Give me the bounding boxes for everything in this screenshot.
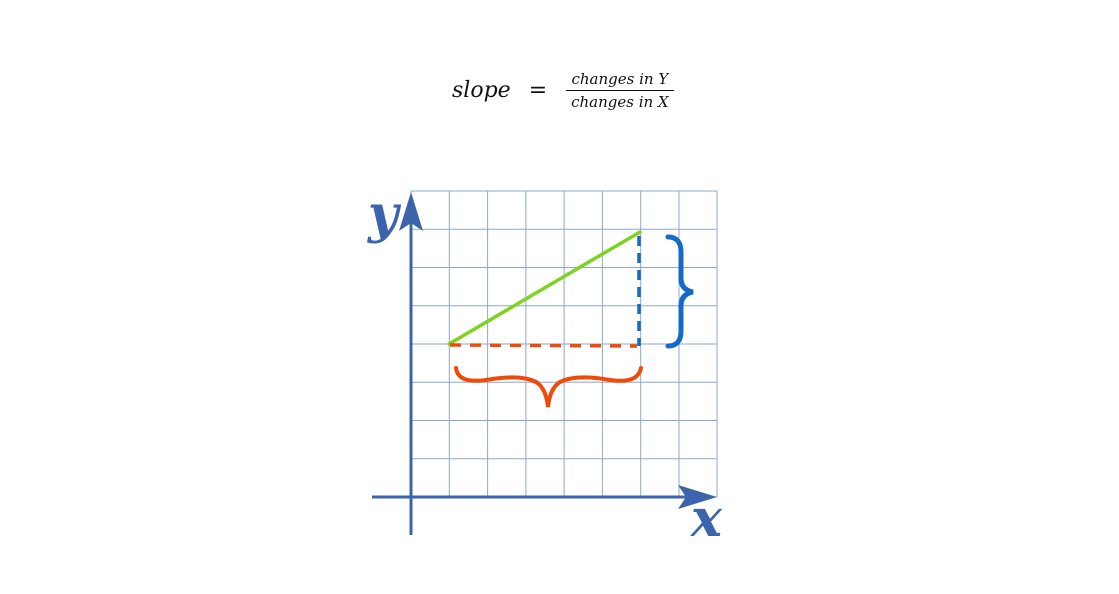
formula-fraction: changes in Y changes in X bbox=[565, 70, 675, 111]
x-axis-arrowhead bbox=[678, 485, 717, 509]
y-axis-label: y bbox=[367, 184, 402, 245]
run-brace bbox=[454, 366, 643, 408]
formula-denominator: changes in X bbox=[571, 93, 669, 111]
formula-numerator: changes in Y bbox=[565, 70, 675, 91]
rise-brace bbox=[665, 234, 694, 349]
y-axis-arrowhead bbox=[399, 192, 423, 231]
formula-lhs: slope bbox=[452, 78, 511, 103]
formula-equals: = bbox=[528, 78, 548, 103]
run-line bbox=[449, 343, 638, 348]
x-axis-label: x bbox=[690, 488, 723, 549]
slope-formula: slope = changes in Y changes in X bbox=[452, 70, 675, 111]
slope-line bbox=[447, 230, 642, 346]
